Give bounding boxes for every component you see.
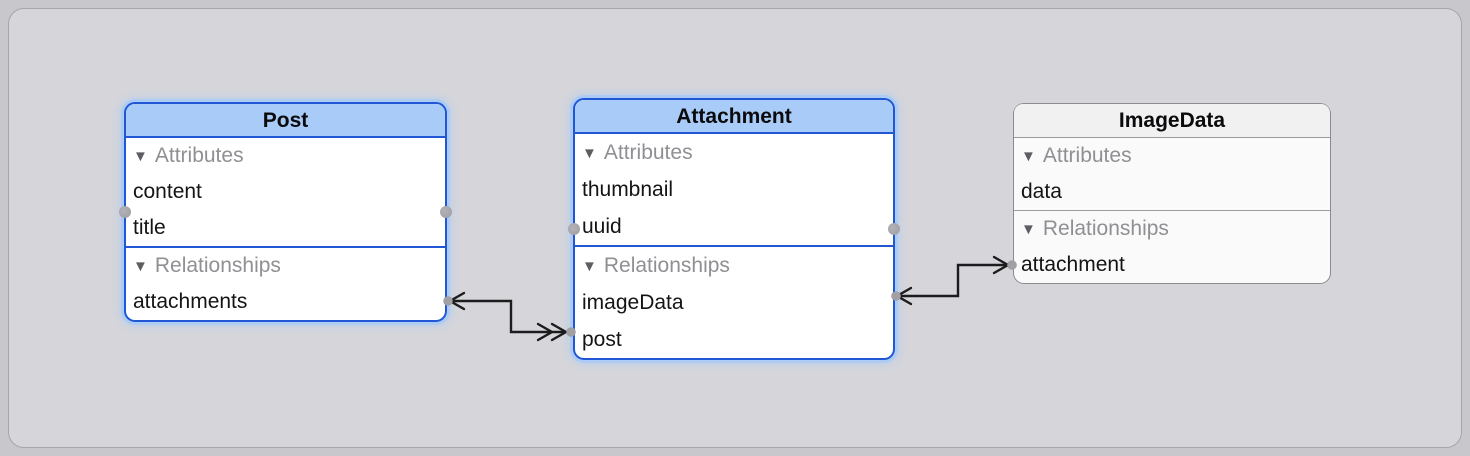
connection-handle-left[interactable]: [568, 223, 580, 235]
section-label: Attributes: [154, 144, 244, 167]
relationships-section-header[interactable]: ▼ Relationships: [1014, 211, 1330, 247]
entity-post-attributes-section: ▼ Attributes content title: [126, 138, 445, 246]
entity-attachment-relationships-section: ▼ Relationships imageData post: [575, 245, 893, 358]
connection-handle-left[interactable]: [119, 206, 131, 218]
relationship-row[interactable]: post: [582, 328, 622, 351]
entity-imagedata-attributes-section: ▼ Attributes data: [1014, 138, 1330, 210]
section-label: Relationships: [154, 254, 281, 277]
attributes-section-header[interactable]: ▼ Attributes: [1014, 138, 1330, 174]
relationship-row[interactable]: imageData: [582, 291, 684, 314]
relationship-row[interactable]: attachment: [1021, 253, 1125, 276]
entity-attachment-attributes-section: ▼ Attributes thumbnail uuid: [575, 134, 893, 245]
disclosure-triangle-icon[interactable]: ▼: [1021, 148, 1036, 165]
disclosure-triangle-icon[interactable]: ▼: [133, 148, 148, 165]
entity-attachment-title[interactable]: Attachment: [575, 100, 893, 134]
connection-handle-right[interactable]: [888, 223, 900, 235]
disclosure-triangle-icon[interactable]: ▼: [582, 145, 597, 162]
section-label: Relationships: [603, 254, 730, 277]
attributes-section-header[interactable]: ▼ Attributes: [575, 134, 893, 171]
entity-imagedata-title[interactable]: ImageData: [1014, 104, 1330, 138]
attribute-row[interactable]: data: [1021, 180, 1062, 203]
entity-post[interactable]: Post ▼ Attributes content title ▼ Relation…: [119, 102, 452, 322]
to-many-arrowhead-icon: [550, 322, 569, 342]
section-label: Attributes: [1042, 144, 1132, 167]
to-many-arrowhead-icon: [536, 322, 555, 342]
entity-imagedata-relationships-section: ▼ Relationships attachment: [1014, 210, 1330, 283]
disclosure-triangle-icon[interactable]: ▼: [133, 258, 148, 275]
entity-imagedata[interactable]: ImageData ▼ Attributes data ▼ Relationship…: [1013, 103, 1331, 284]
section-label: Relationships: [1042, 217, 1169, 240]
section-label: Attributes: [603, 141, 693, 164]
disclosure-triangle-icon[interactable]: ▼: [582, 258, 597, 275]
attribute-row[interactable]: title: [133, 216, 166, 239]
relationship-row[interactable]: attachments: [133, 290, 248, 313]
relationships-section-header[interactable]: ▼ Relationships: [126, 248, 445, 284]
relationships-section-header[interactable]: ▼ Relationships: [575, 247, 893, 284]
attribute-row[interactable]: thumbnail: [582, 178, 674, 201]
entity-attachment[interactable]: Attachment ▼ Attributes thumbnail uuid ▼ R…: [568, 98, 900, 360]
connection-handle-right[interactable]: [440, 206, 452, 218]
attributes-section-header[interactable]: ▼ Attributes: [126, 138, 445, 174]
attribute-row[interactable]: content: [133, 180, 202, 203]
entity-post-title[interactable]: Post: [126, 104, 445, 138]
entity-post-relationships-section: ▼ Relationships attachments: [126, 246, 445, 320]
attribute-row[interactable]: uuid: [582, 215, 622, 238]
disclosure-triangle-icon[interactable]: ▼: [1021, 221, 1036, 238]
